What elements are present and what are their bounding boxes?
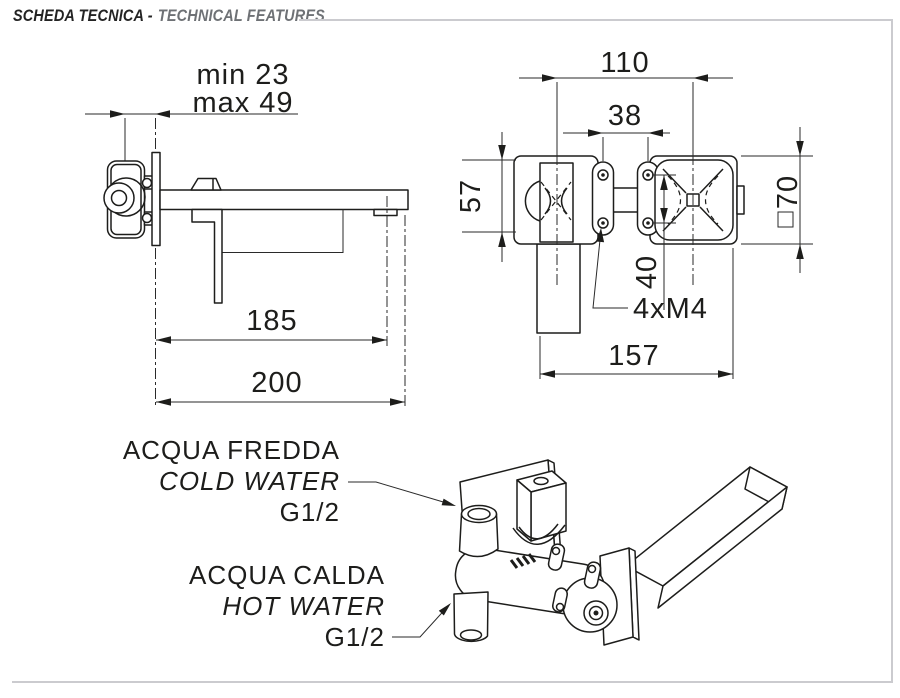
hot-water-label-en: HOT WATER — [222, 591, 385, 621]
dim-screw-spacing-v: 40 — [631, 255, 663, 289]
hot-water-thread-label: G1/2 — [325, 622, 385, 652]
hot-water-label-it: ACQUA CALDA — [189, 560, 385, 590]
dim-centers: 110 — [600, 47, 649, 79]
dim-plate-size: 70 — [772, 175, 804, 209]
cold-water-label-it: ACQUA FREDDA — [123, 435, 340, 465]
front-view: 110 38 — [455, 47, 813, 379]
sheet-header: SCHEDA TECNICA -TECHNICAL FEATURES — [13, 6, 325, 26]
sheet-title-english: TECHNICAL FEATURES — [157, 6, 325, 25]
screw-spec-label: 4xM4 — [633, 293, 708, 325]
dim-reach: 185 — [246, 305, 297, 337]
dim-body-height: 57 — [455, 179, 487, 213]
frame-bottom-line — [12, 681, 893, 683]
dim-total-length: 200 — [251, 367, 302, 399]
dim-screw-spacing-h: 38 — [608, 100, 642, 132]
iso-view: ACQUA FREDDA COLD WATER G1/2 ACQUA CALDA… — [123, 435, 788, 652]
square-symbol — [777, 211, 794, 228]
side-view: min 23 max 49 — [85, 59, 409, 406]
cold-water-label-en: COLD WATER — [159, 466, 340, 496]
frame-top-line — [299, 19, 893, 21]
frame-right-line — [891, 19, 893, 683]
dim-total-width: 157 — [608, 340, 659, 372]
sheet-title-italian: SCHEDA TECNICA - — [13, 6, 153, 25]
cold-water-thread-label: G1/2 — [280, 497, 340, 527]
dim-depth-min: min 23 — [196, 59, 289, 91]
